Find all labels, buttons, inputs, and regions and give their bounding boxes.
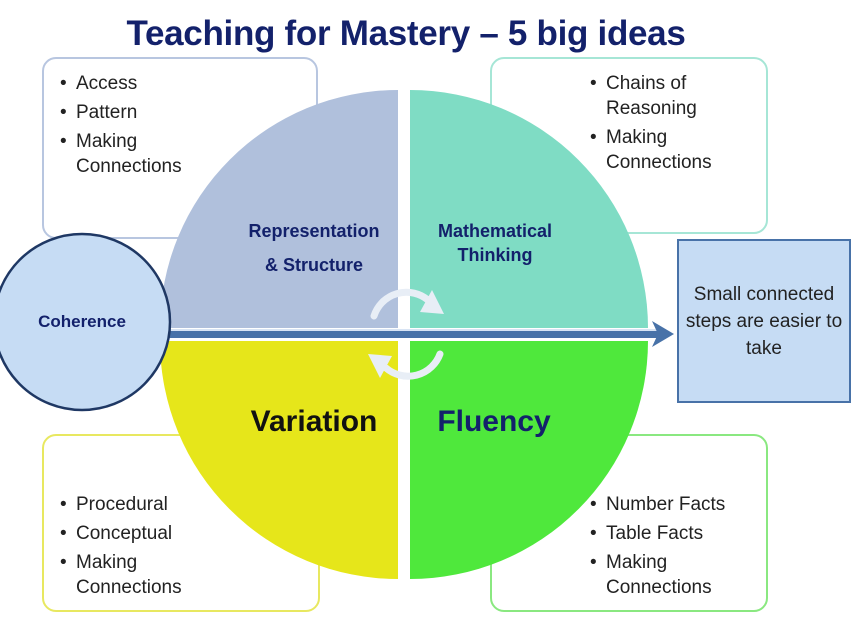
quadrant-representation-structure xyxy=(160,90,398,328)
small-steps-box: Small connected steps are easier to take xyxy=(677,239,851,403)
quadrant-variation xyxy=(160,341,398,579)
structure-text: & Structure xyxy=(264,255,363,275)
cycle-arrows-icon xyxy=(368,288,444,380)
mathematical-text: Mathematical xyxy=(437,221,553,241)
list-bottom-right: Number Facts Table Facts Making Connecti… xyxy=(590,492,752,600)
mathematical-thinking-label: Mathematical Thinking xyxy=(420,219,570,267)
right-arrow-icon xyxy=(160,321,674,347)
list-top-left: Access Pattern Making Connections xyxy=(60,71,302,179)
list-item: Number Facts xyxy=(590,492,752,517)
fluency-label: Fluency xyxy=(437,405,551,438)
list-item: Table Facts xyxy=(590,521,752,546)
list-item: Making Connections xyxy=(60,129,196,179)
list-bottom-left: Procedural Conceptual Making Connections xyxy=(60,492,304,600)
representation-text: Representation xyxy=(248,221,380,241)
list-item: Access xyxy=(60,71,302,96)
variation-label: Variation xyxy=(250,405,378,438)
list-item: Conceptual xyxy=(60,521,304,546)
representation-structure-label: Representation & Structure xyxy=(232,214,396,282)
coherence-circle xyxy=(0,232,172,412)
small-steps-text: Small connected steps are easier to take xyxy=(685,283,843,359)
list-item: Making Connections xyxy=(590,550,726,600)
coherence-label: Coherence xyxy=(38,312,126,331)
list-item: Making Connections xyxy=(590,125,726,175)
list-top-right: Chains of Reasoning Making Connections xyxy=(590,71,752,175)
page-title: Teaching for Mastery – 5 big ideas xyxy=(126,14,686,53)
list-item: Chains of Reasoning xyxy=(590,71,716,121)
quadrant-mathematical-thinking xyxy=(410,90,648,328)
thinking-text: Thinking xyxy=(457,245,533,265)
list-item: Procedural xyxy=(60,492,304,517)
quadrant-fluency xyxy=(410,341,648,579)
list-item: Making Connections xyxy=(60,550,196,600)
list-item: Pattern xyxy=(60,100,302,125)
